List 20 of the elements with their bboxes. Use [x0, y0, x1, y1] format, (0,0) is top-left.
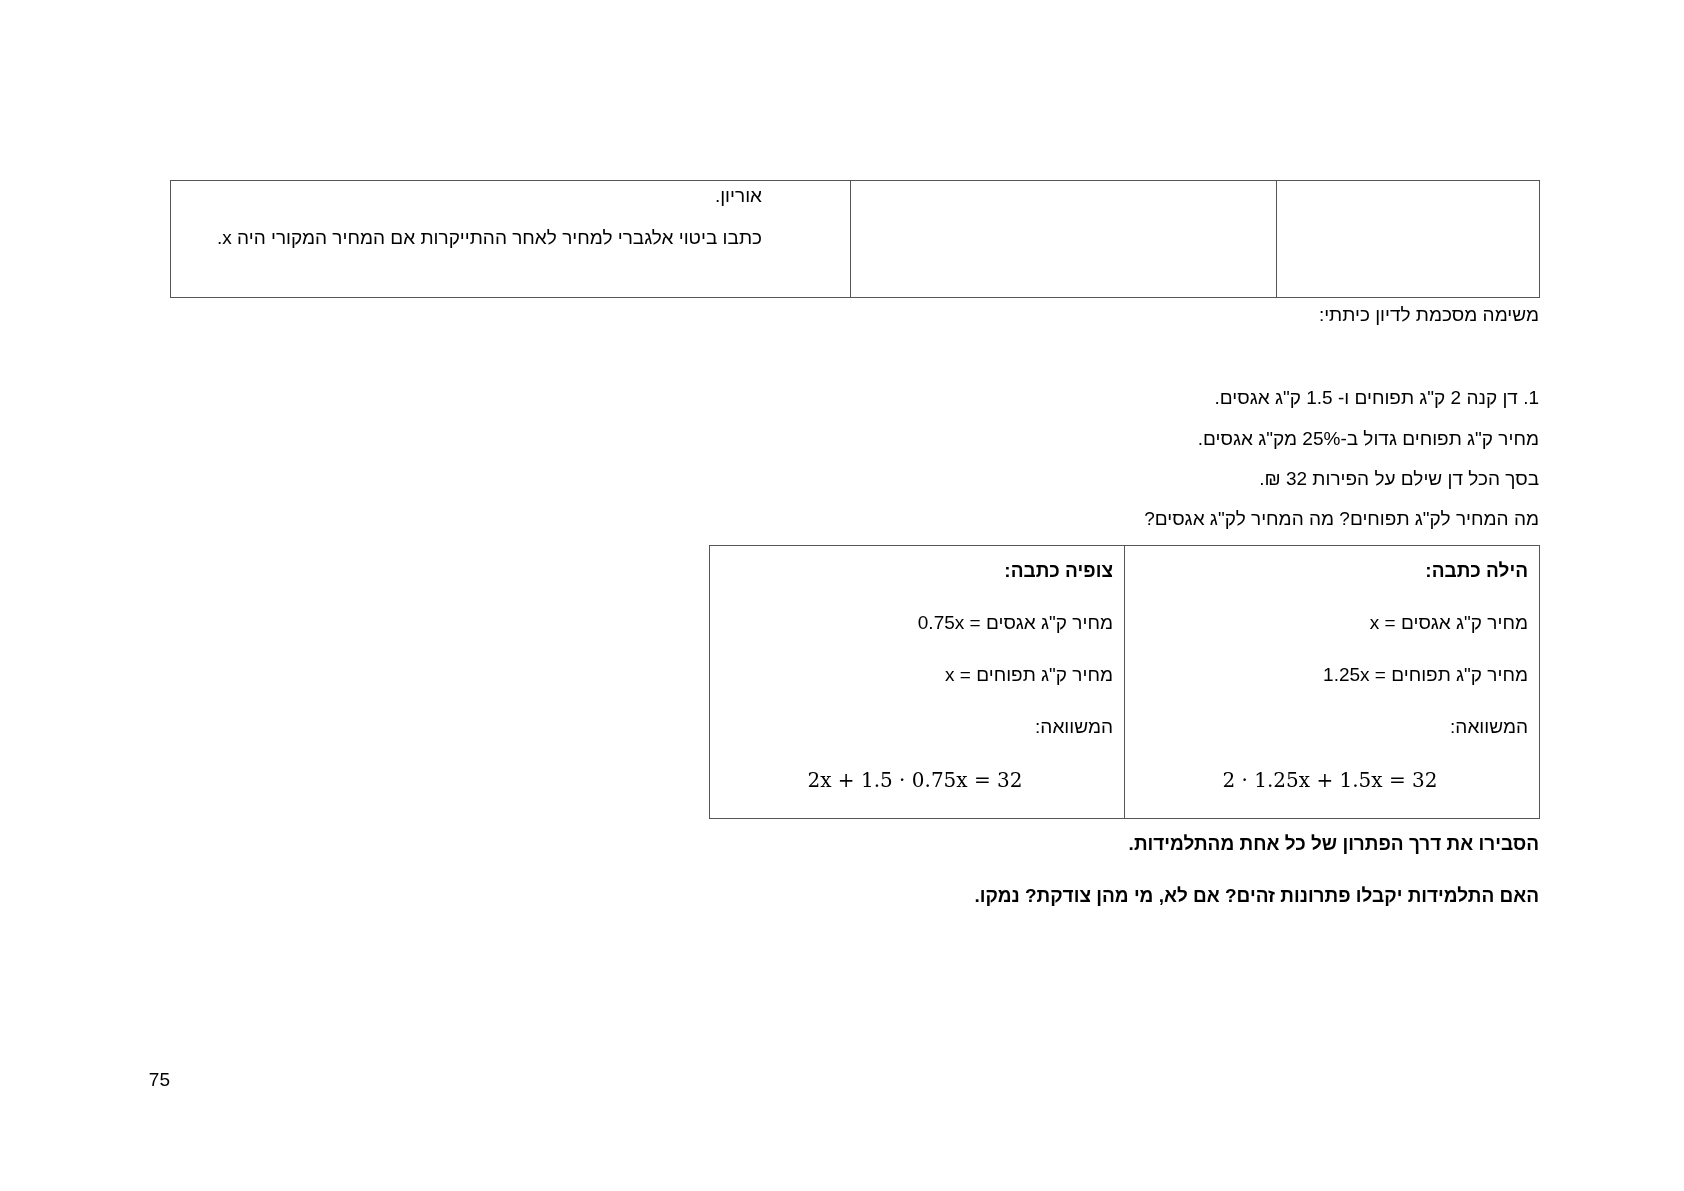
text-line: 1. דן קנה 2 ק"ג תפוחים ו- 1.5 ק"ג אגסים.	[1214, 386, 1539, 410]
cell-text: כתבו ביטוי אלגברי למחיר לאחר ההתייקרות אם המחיר המקורי היה x.	[215, 226, 762, 250]
text-line: מחיר ק"ג תפוחים גדול ב-25% מק"ג אגסים.	[1197, 427, 1539, 451]
text-line: המשוואה:	[1035, 715, 1113, 739]
text-line: מחיר ק"ג תפוחים = 1.25x	[1323, 663, 1528, 687]
instruction-text: הסבירו את דרך הפתרון של כל אחת מהתלמידות.	[1128, 832, 1539, 856]
equation: 2 · 1.25x + 1.5x = 32	[1221, 768, 1439, 792]
page-number: 75	[148, 1068, 170, 1092]
column-heading: הילה כתבה:	[1425, 559, 1528, 583]
text-line: בסך הכל דן שילם על הפירות 32 ₪.	[1259, 467, 1539, 491]
column-heading: צופיה כתבה:	[1004, 559, 1113, 583]
text-line: מחיר ק"ג אגסים = x	[1369, 611, 1528, 635]
equation: 2x + 1.5 · 0.75x = 32	[806, 768, 1024, 792]
instruction-text: האם התלמידות יקבלו פתרונות זהים? אם לא, מי מהן צודקת? נמקו.	[974, 884, 1539, 908]
text-line: המשוואה:	[1450, 715, 1528, 739]
text-line: מחיר ק"ג אגסים = 0.75x	[917, 611, 1113, 635]
text-line: מה המחיר לק"ג תפוחים? מה המחיר לק"ג אגסים?	[1144, 507, 1539, 531]
task-heading: משימה מסכמת לדיון כיתתי:	[1318, 303, 1539, 327]
cell-text: אוריון.	[714, 184, 762, 208]
text-line: מחיר ק"ג תפוחים = x	[945, 663, 1113, 687]
